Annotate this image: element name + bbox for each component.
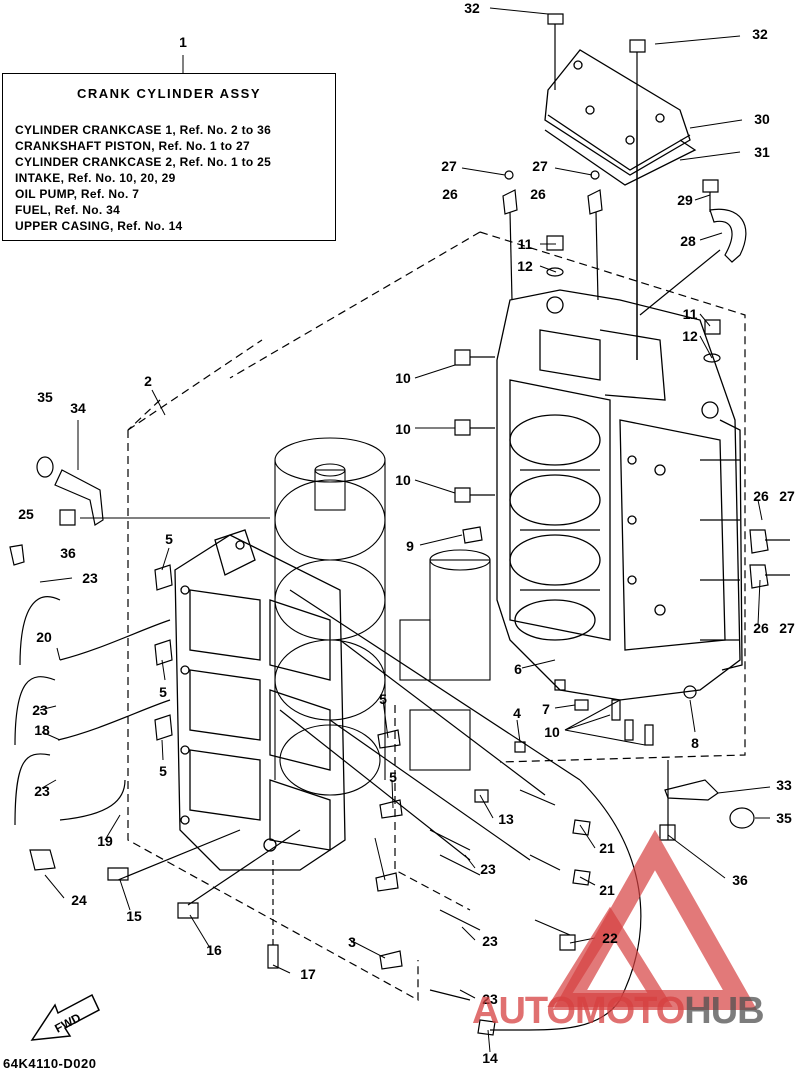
- callout-number: 19: [97, 833, 113, 849]
- watermark-text: AUTOMOTOHUB: [472, 990, 765, 1033]
- watermark-logo: [547, 829, 758, 1010]
- callout-number: 23: [482, 933, 498, 949]
- callout-number: 29: [677, 192, 693, 208]
- reference-line: OIL PUMP, Ref. No. 7: [15, 187, 140, 201]
- callout-number: 23: [482, 991, 498, 1007]
- callout-number: 15: [126, 908, 142, 924]
- callout-number: 9: [406, 538, 414, 554]
- leader-lines: [39, 7, 771, 1053]
- callout-number: 13: [498, 811, 514, 827]
- callout-number: 27: [779, 620, 795, 636]
- callout-number: 28: [680, 233, 696, 249]
- callout-number: 10: [544, 724, 560, 740]
- callout-number: 24: [71, 892, 87, 908]
- reference-list: CYLINDER CRANKCASE 1, Ref. No. 2 to 36 C…: [15, 122, 271, 234]
- crankcase-block-right: [496, 289, 743, 701]
- callout-number: 17: [300, 966, 316, 982]
- callout-number: 1: [179, 34, 187, 50]
- callout-number: 36: [732, 872, 748, 888]
- callout-number: 33: [776, 777, 792, 793]
- callout-number: 21: [599, 882, 615, 898]
- callout-number: 5: [379, 691, 387, 707]
- assembly-boundary-dashes: [127, 231, 746, 1002]
- callout-number: 23: [32, 702, 48, 718]
- assembly-title-box: CRANK CYLINDER ASSY CYLINDER CRANKCASE 1…: [2, 73, 336, 241]
- callout-number: 27: [779, 488, 795, 504]
- callout-number: 23: [480, 861, 496, 877]
- reference-line: CYLINDER CRANKCASE 1, Ref. No. 2 to 36: [15, 123, 272, 137]
- callout-number: 22: [602, 930, 618, 946]
- callout-number: 7: [542, 701, 550, 717]
- callout-number: 10: [395, 421, 411, 437]
- reference-line: INTAKE, Ref. No. 10, 20, 29: [15, 171, 176, 185]
- drawing-code: 64K4110-D020: [3, 1056, 97, 1071]
- assembly-title: CRANK CYLINDER ASSY: [76, 86, 262, 101]
- callout-number: 5: [165, 531, 173, 547]
- callout-number: 12: [682, 328, 698, 344]
- reference-line: CRANKSHAFT PISTON, Ref. No. 1 to 27: [15, 139, 250, 153]
- callout-number: 5: [389, 769, 397, 785]
- callout-number: 12: [517, 258, 533, 274]
- callout-number: 16: [206, 942, 222, 958]
- callout-number: 14: [482, 1050, 498, 1066]
- callout-number: 27: [441, 158, 457, 174]
- callout-number: 21: [599, 840, 615, 856]
- crankshaft: [274, 437, 491, 796]
- callout-number: 26: [442, 186, 458, 202]
- small-parts: [9, 13, 790, 1036]
- callout-number: 26: [753, 620, 769, 636]
- callout-number: 10: [395, 472, 411, 488]
- callout-number: 11: [682, 306, 698, 322]
- crankcase-block-left: [174, 529, 346, 871]
- callout-number: 18: [34, 722, 50, 738]
- callout-number: 26: [530, 186, 546, 202]
- callout-number: 3: [348, 934, 356, 950]
- top-cover-assembly: [544, 49, 697, 186]
- callout-number: 26: [753, 488, 769, 504]
- callout-number: 5: [159, 763, 167, 779]
- reference-line: UPPER CASING, Ref. No. 14: [15, 219, 183, 233]
- callout-number: 32: [464, 0, 480, 16]
- callout-number: 4: [513, 705, 521, 721]
- callout-number: 2: [144, 373, 152, 389]
- callout-number: 23: [82, 570, 98, 586]
- callout-number: 10: [395, 370, 411, 386]
- callout-number: 35: [37, 389, 53, 405]
- callout-number: 32: [752, 26, 768, 42]
- callout-number: 20: [36, 629, 52, 645]
- reference-line: FUEL, Ref. No. 34: [15, 203, 121, 217]
- callout-number: 25: [18, 506, 34, 522]
- callout-number: 5: [159, 684, 167, 700]
- callout-number: 27: [532, 158, 548, 174]
- callout-number: 36: [60, 545, 76, 561]
- callout-number: 11: [517, 236, 533, 252]
- callout-number: 6: [514, 661, 522, 677]
- fwd-arrow: [30, 993, 100, 1041]
- callout-number: 30: [754, 111, 770, 127]
- callout-number: 31: [754, 144, 770, 160]
- watermark-part-1: AUTOMOTO: [472, 990, 685, 1032]
- watermark-part-2: HUB: [684, 990, 764, 1032]
- callout-number: 23: [34, 783, 50, 799]
- callout-number: 34: [70, 400, 86, 416]
- callout-number: 8: [691, 735, 699, 751]
- callout-number: 35: [776, 810, 792, 826]
- reference-line: CYLINDER CRANKCASE 2, Ref. No. 1 to 25: [15, 155, 272, 169]
